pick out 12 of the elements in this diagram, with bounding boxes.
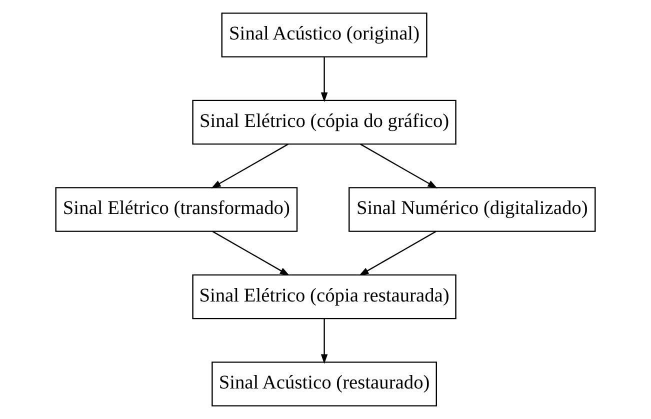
node-box: Sinal Elétrico (cópia restaurada) bbox=[192, 274, 456, 320]
node-box: Sinal Acústico (restaurado) bbox=[212, 362, 437, 406]
arrow bbox=[359, 230, 436, 276]
arrow bbox=[320, 57, 328, 102]
arrow bbox=[360, 144, 438, 188]
node-box: Sinal Numérico (digitalizado) bbox=[348, 187, 596, 232]
node-box: Sinal Elétrico (transformado) bbox=[55, 187, 298, 232]
arrow bbox=[320, 318, 328, 364]
arrow bbox=[212, 230, 290, 276]
node-box: Sinal Elétrico (cópia do gráfico) bbox=[192, 100, 456, 145]
arrow bbox=[211, 144, 288, 188]
node-box: Sinal Acústico (original) bbox=[221, 12, 428, 58]
